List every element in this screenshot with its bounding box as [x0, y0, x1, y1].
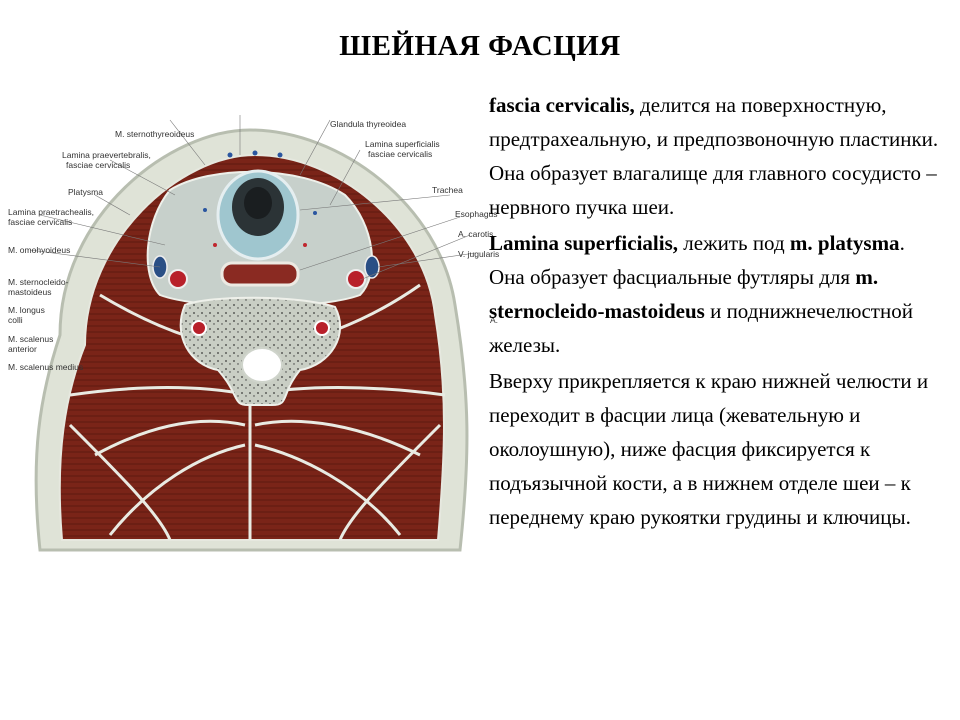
label-lamina-praetrachealis: Lamina praetrachealis,: [8, 207, 94, 217]
label-platysma: Platysma: [68, 187, 103, 197]
label-a-carotis: A. carotis: [458, 229, 493, 239]
carotid-sheath-right: [346, 255, 380, 289]
term-lamina-superficialis: Lamina superficialis,: [489, 231, 679, 255]
description-text: fascia cervicalis, делится на поверхност…: [489, 88, 939, 534]
label-trachea: Trachea: [432, 185, 463, 195]
paragraph-attachment: Вверху прикрепляется к краю нижней челюс…: [489, 369, 929, 529]
label-esophagus: Esophagus: [455, 209, 498, 219]
label-sternocleidomastoideus: M. sternocleido-: [8, 277, 69, 287]
neck-cross-section-illustration: M. sternothyreoideus Glandula thyreoidea…: [8, 115, 499, 552]
paragraph-2-text-a: лежить под: [678, 231, 790, 255]
label-omohyoideus: M. omohyoideus: [8, 245, 70, 255]
label-sternocleidomastoideus-2: mastoideus: [8, 287, 51, 297]
slide-title: ШЕЙНАЯ ФАСЦИЯ: [339, 30, 621, 62]
spinal-canal: [241, 347, 283, 383]
label-lamina-superficialis-2: fasciae cervicalis: [368, 149, 432, 159]
label-lamina-praevertebralis: Lamina praevertebralis,: [62, 150, 151, 160]
term-sternocleidomastoideus: m. sternocleido-mastoideus: [489, 265, 879, 323]
label-a: A.: [490, 315, 498, 325]
label-glandula-thyreoidea: Glandula thyreoidea: [330, 119, 406, 129]
label-scalenus-anterior-2: anterior: [8, 344, 37, 354]
term-fascia-cervicalis: fascia cervicalis,: [489, 93, 635, 117]
label-longus-colli: M. longus: [8, 305, 45, 315]
label-sternothyreoideus: M. sternothyreoideus: [115, 129, 194, 139]
label-lamina-praetrachealis-2: fasciae cervicalis: [8, 217, 72, 227]
label-lamina-praevertebralis-2: fasciae cervicalis: [66, 160, 130, 170]
label-scalenus-medius: M. scalenus medius: [8, 362, 83, 372]
paragraph-1-text: делится на поверхностную, предтрахеальну…: [489, 93, 939, 219]
paragraph-2-text-b: . Она образует фасциальные футляры для: [489, 231, 905, 289]
label-longus-colli-2: colli: [8, 315, 23, 325]
label-v-jugularis: V. jugularis: [458, 249, 499, 259]
fascia-lines: [68, 283, 446, 541]
term-platysma: m. platysma: [789, 231, 900, 255]
label-lamina-superficialis: Lamina superficialis: [365, 139, 440, 149]
paragraph-lamina-superficialis: Lamina superficialis, лежить под m. plat…: [489, 226, 939, 362]
label-scalenus-anterior: M. scalenus: [8, 334, 53, 344]
paragraph-fascia-cervicalis: fascia cervicalis, делится на поверхност…: [489, 88, 939, 224]
esophagus: [220, 261, 300, 287]
paragraph-2-text-c: и поднижнечелюстной железы.: [489, 299, 913, 357]
